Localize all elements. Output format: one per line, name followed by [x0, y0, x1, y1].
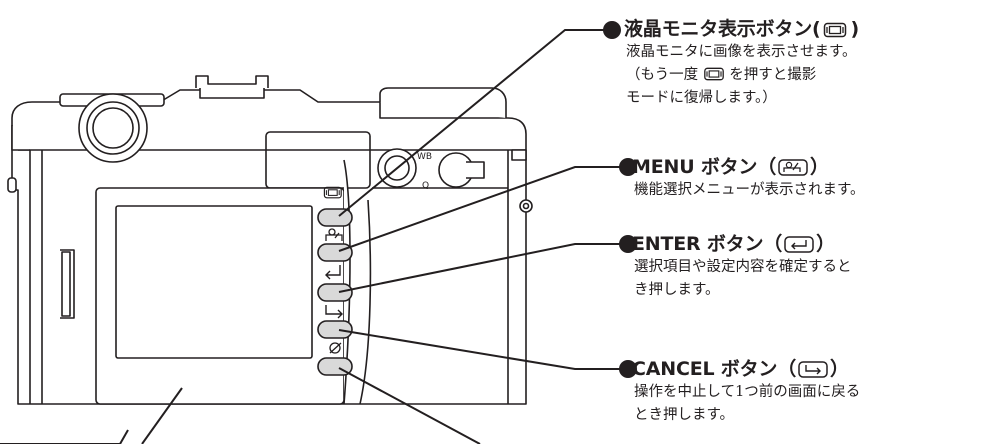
- callout-enter-button: ENTER ボタン（ ） 選択項目や設定内容を確定すると き押します。: [632, 232, 996, 302]
- callout-title: CANCEL ボタン（ ）: [632, 357, 996, 381]
- cancel-arrow-icon: [325, 305, 343, 319]
- enter-button[interactable]: [317, 265, 353, 302]
- leader-line-monitor-b: [141, 387, 183, 444]
- menu-icon: [325, 228, 343, 241]
- leader-line-lcd: [338, 29, 604, 217]
- callout-dot-lcd: [603, 21, 621, 39]
- callout-title-text: 液晶モニタ表示ボタン(: [624, 18, 821, 40]
- callout-menu-button: MENU ボタン（ ） 機能選択メニューが表示されます。: [632, 155, 996, 202]
- callout-title-close: ）: [830, 358, 849, 380]
- lcd-display-icon: [703, 67, 724, 81]
- menu-button[interactable]: [317, 228, 353, 262]
- callout-lcd-button: 液晶モニタ表示ボタン() 液晶モニタに画像を表示させます。 （もう一度 を押すと…: [624, 17, 988, 110]
- enter-return-icon: [325, 265, 341, 280]
- callout-desc-text: （もう一度: [626, 67, 699, 83]
- leader-line-menu: [338, 166, 620, 252]
- callout-dot-cancel: [619, 360, 637, 378]
- q-label: Q: [422, 181, 429, 191]
- callout-title-close: ): [850, 18, 859, 40]
- callout-dot-menu: [619, 158, 637, 176]
- callout-desc-line: モードに復帰します。）: [626, 90, 777, 106]
- callout-title-text: MENU ボタン（: [632, 156, 777, 178]
- lcd-display-icon: [824, 22, 847, 38]
- callout-title: MENU ボタン（ ）: [632, 155, 996, 179]
- callout-dot-enter: [619, 235, 637, 253]
- camera-body: [7, 75, 533, 405]
- callout-title-close: ）: [810, 156, 829, 178]
- enter-return-icon: [784, 236, 814, 253]
- leader-line-monitor-a: [119, 429, 129, 444]
- cancel-button[interactable]: [317, 305, 353, 339]
- callout-cancel-button: CANCEL ボタン（ ） 操作を中止して1つ前の画面に戻る とき押します。: [632, 357, 996, 427]
- callout-title: 液晶モニタ表示ボタン(): [624, 17, 988, 41]
- callout-title-text: CANCEL ボタン（: [632, 358, 796, 380]
- callout-desc-line: 機能選択メニューが表示されます。: [634, 182, 865, 198]
- leader-line-cancel: [338, 329, 620, 370]
- callout-desc-line: 液晶モニタに画像を表示させます。: [626, 44, 857, 60]
- leader-lines: [0, 29, 620, 444]
- leader-line-erase: [338, 367, 481, 444]
- wb-label: WB: [417, 152, 432, 162]
- callout-title: ENTER ボタン（ ）: [632, 232, 996, 256]
- callout-desc-line: き押します。: [634, 282, 720, 298]
- callout-desc-line: （もう一度 を押すと撮影: [626, 64, 988, 87]
- callout-desc-line: 操作を中止して1つ前の画面に戻る: [634, 384, 861, 400]
- callout-title-text: ENTER ボタン（: [632, 233, 783, 255]
- menu-icon: [778, 159, 808, 176]
- cancel-arrow-icon: [798, 361, 828, 378]
- erase-icon: [329, 342, 342, 354]
- callout-desc-text: を押すと撮影: [729, 67, 817, 83]
- callout-title-close: ）: [816, 233, 835, 255]
- leader-line-enter: [338, 243, 620, 293]
- callout-desc-line: 選択項目や設定内容を確定すると: [634, 259, 852, 275]
- callout-desc-line: とき押します。: [634, 407, 735, 423]
